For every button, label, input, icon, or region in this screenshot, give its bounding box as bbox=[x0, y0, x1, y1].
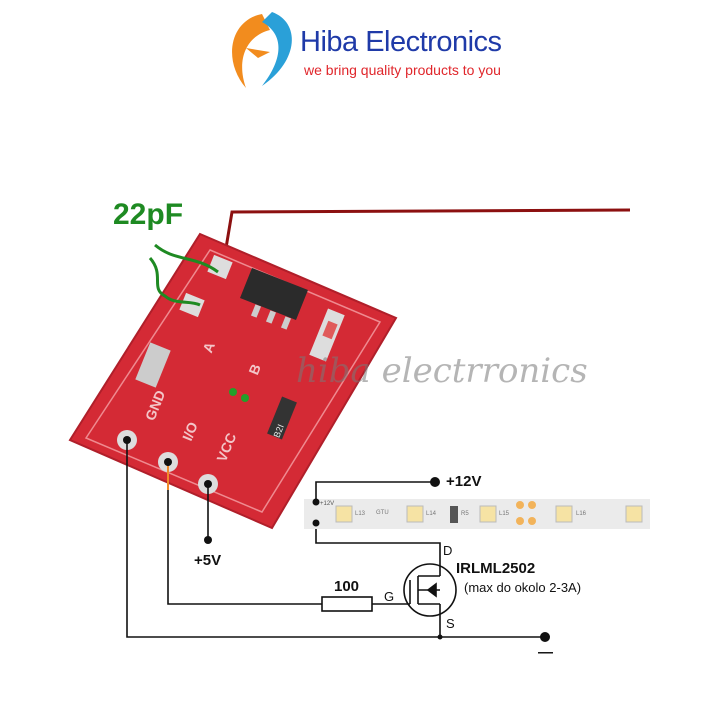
brand-name: Hiba Electronics bbox=[300, 26, 502, 58]
strip-label-gtu: GTU bbox=[376, 510, 389, 516]
gate-label: G bbox=[384, 589, 395, 604]
resistor-value: 100 bbox=[334, 578, 360, 595]
ground-label: — bbox=[538, 644, 553, 661]
mosfet-part-label: IRLML2502 bbox=[456, 560, 536, 577]
mosfet-note: (max do okolo 2-3A) bbox=[464, 580, 582, 595]
strip-label-12v: +12V bbox=[320, 501, 335, 507]
supply-12v-label: +12V bbox=[446, 473, 482, 490]
strip-label-l15: L15 bbox=[499, 511, 510, 517]
io-wire bbox=[167, 462, 410, 605]
strip-label-l14: L14 bbox=[426, 511, 437, 517]
plus12-wire bbox=[315, 481, 435, 500]
strip-label-l16: L16 bbox=[576, 511, 587, 517]
resistor-smd bbox=[267, 396, 297, 440]
antenna-wire bbox=[220, 208, 631, 273]
led-strip bbox=[304, 498, 650, 529]
brand-tagline: we bring quality products to you bbox=[304, 62, 501, 78]
ic-chip bbox=[240, 268, 308, 320]
supply-5v-label: +5V bbox=[194, 552, 222, 569]
strip-label-l13: L13 bbox=[355, 511, 366, 517]
brand-logo-icon bbox=[232, 12, 292, 88]
mosfet-symbol bbox=[403, 563, 457, 617]
ground-wire bbox=[126, 440, 545, 638]
drain-wire bbox=[315, 523, 441, 637]
strip-label-r5: R5 bbox=[461, 511, 469, 517]
source-label: S bbox=[446, 616, 455, 631]
capacitor-drawing bbox=[148, 243, 219, 307]
watermark: hiba electrronics bbox=[296, 351, 588, 391]
capacitor-label: 22pF bbox=[113, 198, 184, 231]
drain-label: D bbox=[443, 543, 453, 558]
resistor-100 bbox=[321, 596, 373, 612]
